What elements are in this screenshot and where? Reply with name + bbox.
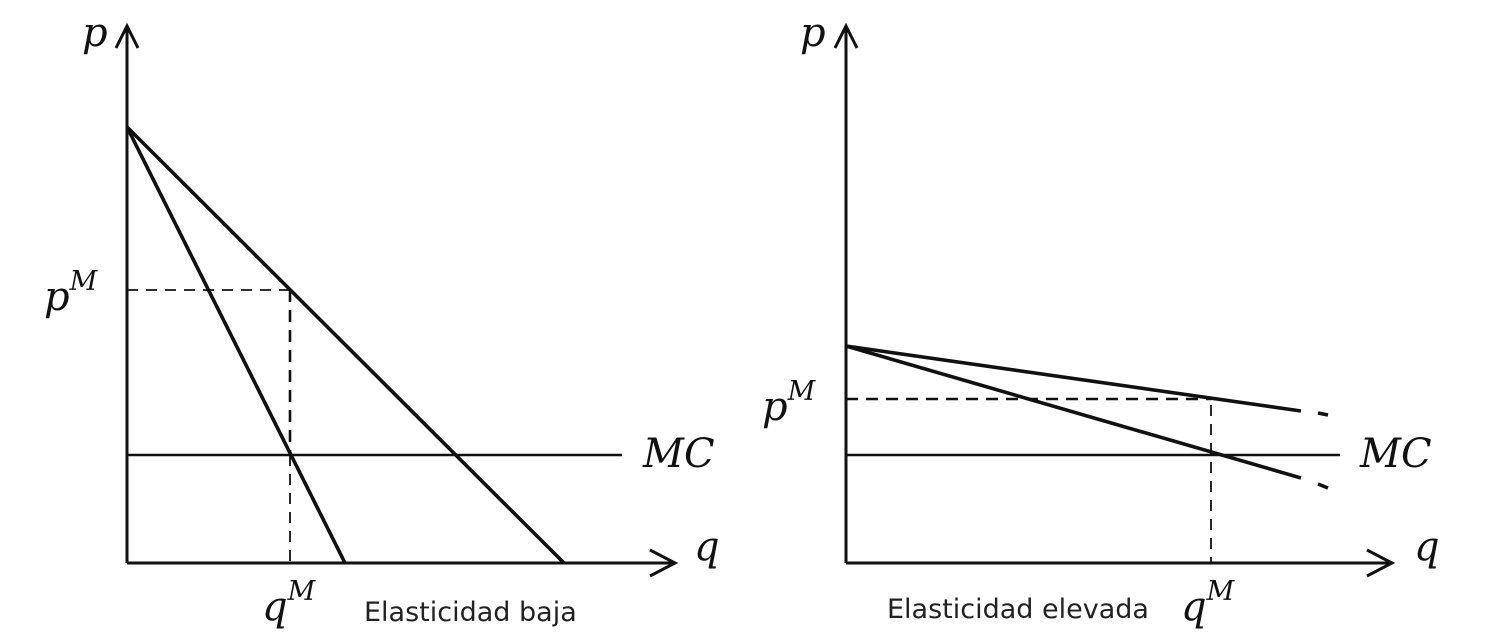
left-quantity-label: qM	[262, 576, 317, 630]
right-quantity-label-base: q	[1181, 584, 1207, 630]
right-marginal-revenue-curve	[845, 344, 1302, 480]
right-demand-curve-dash	[1317, 411, 1329, 417]
right-quantity-label-sup: M	[1206, 576, 1236, 607]
left-demand-curve	[125, 125, 566, 565]
panel-low-elasticity: p q pM qM MC Elasticidad baja	[44, 10, 720, 630]
left-price-label-base: p	[44, 274, 70, 320]
right-price-label-sup: M	[787, 376, 817, 407]
right-price-label-base: p	[762, 384, 788, 430]
panel-high-elasticity: p q pM qM MC Elasticidad elevada	[762, 10, 1440, 630]
left-x-axis-label: q	[694, 524, 720, 570]
right-price-label: pM	[762, 376, 817, 430]
right-y-axis-label: p	[800, 10, 826, 56]
right-y-axis-arrowhead	[833, 22, 859, 49]
left-mc-label: MC	[642, 431, 715, 477]
right-x-axis-label: q	[1414, 524, 1440, 570]
left-price-label-sup: M	[69, 266, 99, 297]
left-marginal-revenue-curve	[125, 126, 347, 564]
right-quantity-label: qM	[1181, 576, 1236, 630]
left-caption: Elasticidad baja	[364, 597, 577, 628]
left-y-axis-label: p	[82, 10, 108, 56]
left-y-axis-arrowhead	[114, 22, 140, 49]
right-caption: Elasticidad elevada	[887, 594, 1149, 625]
left-price-label: pM	[44, 266, 99, 320]
left-quantity-label-sup: M	[287, 576, 317, 607]
right-marginal-revenue-curve-dash	[1317, 482, 1329, 490]
left-quantity-label-base: q	[262, 584, 288, 630]
left-x-axis-arrowhead	[649, 548, 679, 578]
right-x-axis-arrowhead	[1366, 548, 1396, 578]
right-demand-curve	[845, 344, 1302, 413]
right-mc-label: MC	[1359, 431, 1432, 477]
